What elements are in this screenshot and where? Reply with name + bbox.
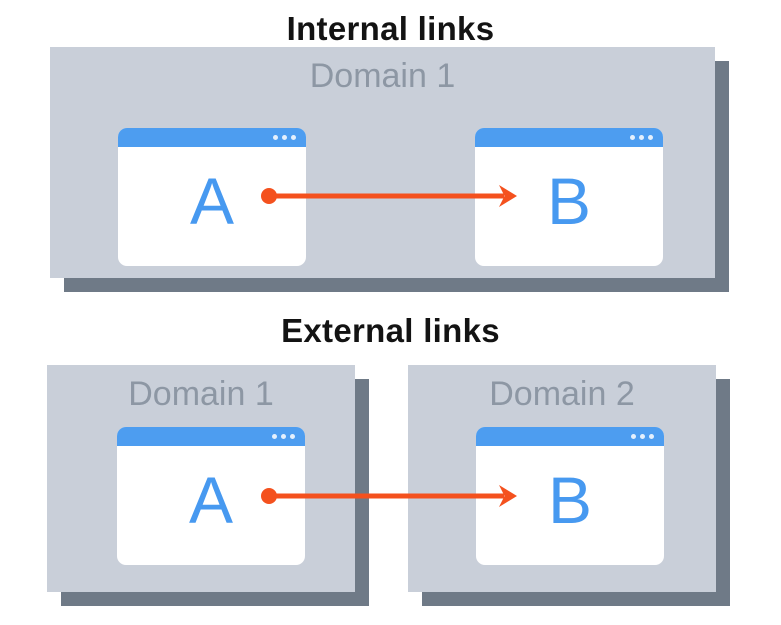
page-letter: A <box>188 462 234 537</box>
window-body: A <box>117 446 305 565</box>
external-link-arrow-icon <box>261 485 517 507</box>
page-letter: A <box>189 163 235 238</box>
window-menu-dots-icon <box>630 135 653 140</box>
window-titlebar <box>476 427 664 446</box>
page-letter: B <box>547 462 593 537</box>
domain-box-external-1: Domain 1 A <box>47 365 355 592</box>
window-body: B <box>476 446 664 565</box>
window-menu-dots-icon <box>272 434 295 439</box>
domain-label: Domain 2 <box>489 375 635 413</box>
window-menu-dots-icon <box>631 434 654 439</box>
domain-label: Domain 1 <box>128 375 274 413</box>
window-body: B <box>475 147 663 266</box>
domain-box-external-2: Domain 2 B <box>408 365 716 592</box>
internal-link-arrow-icon <box>261 185 517 207</box>
window-titlebar <box>118 128 306 147</box>
domain-label: Domain 1 <box>309 57 456 95</box>
window-menu-dots-icon <box>273 135 296 140</box>
window-titlebar <box>475 128 663 147</box>
external-links-title: External links <box>281 312 500 349</box>
window-body: A <box>118 147 306 266</box>
page-letter: B <box>546 163 592 238</box>
internal-links-title: Internal links <box>286 10 495 47</box>
window-titlebar <box>117 427 305 446</box>
domain-box-internal: Domain 1 A B <box>50 47 715 278</box>
